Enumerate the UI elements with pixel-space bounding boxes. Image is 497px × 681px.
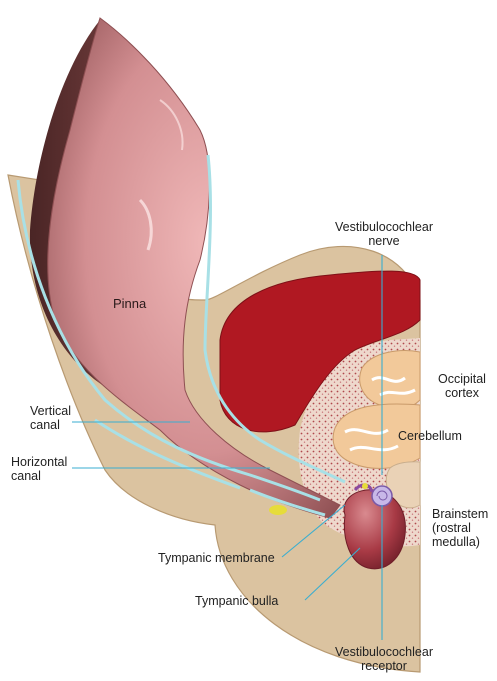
- label-horizontal-canal: Horizontal canal: [11, 455, 67, 483]
- ossicle-spot: [362, 483, 368, 489]
- label-vertical-canal: Vertical canal: [30, 404, 71, 432]
- label-vestibulocochlear-receptor: Vestibulocochlear receptor: [325, 645, 443, 673]
- label-vestibulocochlear-nerve: Vestibulocochlear nerve: [325, 220, 443, 248]
- label-tympanic-membrane: Tympanic membrane: [158, 551, 275, 565]
- label-occipital-cortex: Occipital cortex: [430, 372, 494, 400]
- label-brainstem: Brainstem (rostral medulla): [432, 507, 488, 549]
- label-pinna: Pinna: [113, 297, 146, 311]
- gland-spot: [269, 505, 287, 515]
- label-cerebellum: Cerebellum: [398, 429, 462, 443]
- label-tympanic-bulla: Tympanic bulla: [195, 594, 278, 608]
- cochlea: [372, 486, 392, 506]
